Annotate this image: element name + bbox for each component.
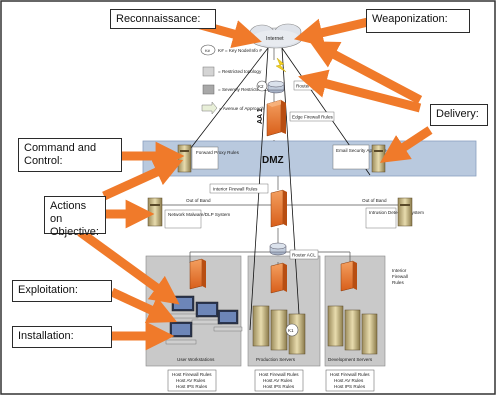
host-rules-2-line-2: Host AV Rules <box>263 378 293 383</box>
k2-label: K2 <box>258 84 264 89</box>
network-malware-label: Network Malware/DLP System <box>168 212 230 217</box>
email-security-server-icon <box>371 144 386 173</box>
arrow-actions-proxy <box>102 158 184 201</box>
interior-firewall-right-label-3: Rules <box>392 280 404 285</box>
weaponization-callout: Weaponization: <box>366 9 470 33</box>
intrusion-detection-label: Intrusion Detection System <box>369 210 424 215</box>
workstations-icon <box>165 295 243 345</box>
exploitation-callout: Exploitation: <box>12 280 112 302</box>
interior-firewall-center-icon <box>270 262 287 294</box>
command-control-callout: Command and Control: <box>18 138 122 172</box>
actions-objective-callout: Actions on Objective: <box>44 196 106 238</box>
user-workstations-label: User Workstations <box>177 357 215 362</box>
k1-node-icon <box>285 323 299 337</box>
development-servers-label: Development Servers <box>328 357 373 362</box>
host-rules-1-line-3: Host IPS Rules <box>176 384 208 389</box>
interior-firewall-top-label: Interior Firewall Rules <box>213 187 258 192</box>
interior-firewall-top-icon <box>270 189 287 228</box>
interior-firewall-right-icon <box>340 260 357 292</box>
edge-firewall-label: Edge Firewall Rules <box>292 115 334 120</box>
interior-firewall-left-icon <box>189 258 206 290</box>
arrow-delivery-router <box>298 69 422 113</box>
arrow-weapon <box>293 17 370 47</box>
host-rules-1-line-1: Host Firewall Rules <box>172 372 212 377</box>
host-rules-3-line-1: Host Firewall Rules <box>330 372 370 377</box>
installation-callout: Installation: <box>12 326 112 348</box>
development-servers-icon <box>327 305 378 355</box>
host-rules-3-line-2: Host AV Rules <box>334 378 364 383</box>
key-node-legend-icon <box>200 44 216 56</box>
arrow-actions-workstations <box>77 228 180 305</box>
legend-severely-restricted: = Severely Restricted Topology <box>218 87 282 92</box>
legend: K# K# = Key Node/Info # = Restricted top… <box>200 44 282 115</box>
lightning-icon <box>275 57 287 73</box>
legend-avenue: = Avenue of Approach <box>219 106 264 111</box>
router-acl-mid-label: Router ACL <box>292 253 316 258</box>
legend-restricted: = Restricted topology <box>218 69 262 74</box>
host-rules-box-2 <box>254 369 304 392</box>
dmz-label: DMZ <box>262 155 284 166</box>
network-malware-server-icon <box>147 197 163 227</box>
arrow-delivery-internet <box>309 41 423 104</box>
interior-firewall-right-label-2: Firewall <box>392 274 408 279</box>
restricted-legend-swatch <box>202 66 215 77</box>
severely-restricted-legend-swatch <box>202 84 215 95</box>
avenue-legend-arrow <box>201 101 218 115</box>
reconnaissance-callout: Reconnaissance: <box>110 9 216 29</box>
svg-text:K#: K# <box>205 48 211 53</box>
out-of-band-left-label: Out of Band <box>186 198 211 203</box>
router-mid-icon <box>269 242 287 256</box>
out-of-band-right-label: Out of Band <box>362 198 387 203</box>
forward-proxy-label: Forward Proxy Rules <box>196 150 240 155</box>
interior-firewall-right-label-1: Interior <box>392 268 407 273</box>
host-rules-1-line-2: Host AV Rules <box>176 378 206 383</box>
legend-key-node: K# = Key Node/Info # <box>218 48 262 53</box>
delivery-callout: Delivery: <box>430 104 488 126</box>
aa1-label: AA 1 <box>257 108 264 124</box>
host-rules-box-1 <box>167 369 217 392</box>
router-top-icon <box>267 80 285 94</box>
edge-firewall-icon <box>266 99 286 137</box>
intrusion-detection-server-icon <box>397 197 413 227</box>
host-rules-3-line-3: Host IPS Rules <box>334 384 366 389</box>
host-rules-box-3 <box>325 369 375 392</box>
host-rules-2-line-1: Host Firewall Rules <box>259 372 299 377</box>
email-security-label: Email Security Appliance Rules <box>336 148 400 153</box>
production-servers-label: Production Servers <box>256 357 296 362</box>
forward-proxy-server-icon <box>177 144 192 173</box>
host-rules-2-line-3: Host IPS Rules <box>263 384 295 389</box>
arrow-delivery-email <box>379 126 433 163</box>
arrow-exploitation <box>110 287 178 324</box>
internet-label: Internet <box>266 36 284 42</box>
k2-node-icon <box>256 80 268 92</box>
k1-label: K1 <box>288 328 294 333</box>
